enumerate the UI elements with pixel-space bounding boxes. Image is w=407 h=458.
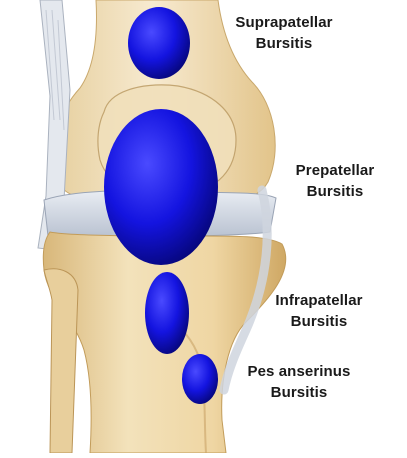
prepatellar-label: Prepatellar Bursitis <box>280 160 390 202</box>
prepatellar-label-line1: Prepatellar <box>280 160 390 181</box>
suprapatellar-label-line2: Bursitis <box>214 33 354 54</box>
suprapatellar-bursa <box>128 7 190 79</box>
infrapatellar-bursa <box>145 272 189 354</box>
pes-anserinus-label: Pes anserinus Bursitis <box>224 361 374 403</box>
infrapatellar-label: Infrapatellar Bursitis <box>254 290 384 332</box>
pes-anserinus-bursa <box>182 354 218 404</box>
suprapatellar-label-line1: Suprapatellar <box>214 12 354 33</box>
prepatellar-bursa <box>104 109 218 265</box>
pes-anserinus-label-line2: Bursitis <box>224 382 374 403</box>
pes-anserinus-label-line1: Pes anserinus <box>224 361 374 382</box>
infrapatellar-label-line2: Bursitis <box>254 311 384 332</box>
prepatellar-label-line2: Bursitis <box>280 181 390 202</box>
fibula <box>44 269 78 453</box>
infrapatellar-label-line1: Infrapatellar <box>254 290 384 311</box>
suprapatellar-label: Suprapatellar Bursitis <box>214 12 354 54</box>
